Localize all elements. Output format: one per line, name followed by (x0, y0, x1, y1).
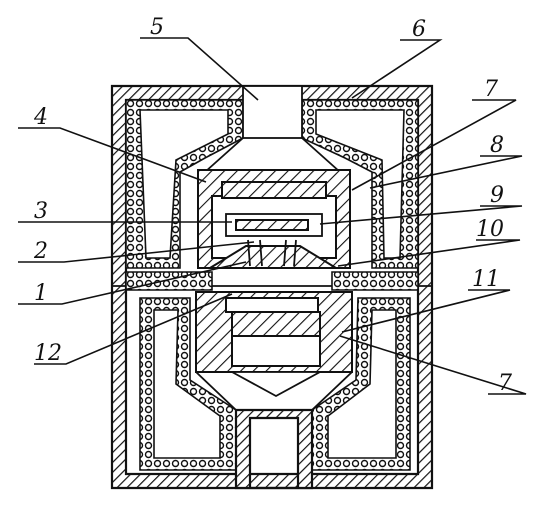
middle-insulation-band-right (331, 271, 419, 291)
upper-crucible (197, 169, 351, 269)
middle-insulation-band (125, 271, 213, 291)
callout-12: 12 (34, 341, 62, 366)
callout-11: 11 (472, 267, 500, 292)
leader-lines (18, 37, 527, 395)
callout-1: 1 (34, 281, 48, 306)
callout-7-bottom: 7 (498, 371, 512, 396)
top-port (204, 85, 341, 173)
bottom-duct (195, 371, 353, 490)
callout-8: 8 (490, 133, 504, 158)
callout-4: 4 (33, 105, 48, 130)
callout-labels: 5 6 7 4 8 3 9 2 10 1 11 12 7 (33, 15, 512, 396)
callout-5: 5 (150, 15, 164, 40)
callout-3: 3 (34, 199, 48, 224)
callout-6: 6 (412, 17, 426, 42)
callout-7-top: 7 (484, 77, 498, 102)
callout-9: 9 (490, 183, 504, 208)
lower-crucible (195, 291, 353, 398)
inner-holder (225, 213, 323, 237)
callout-2: 2 (33, 239, 48, 264)
callout-10: 10 (476, 217, 504, 242)
